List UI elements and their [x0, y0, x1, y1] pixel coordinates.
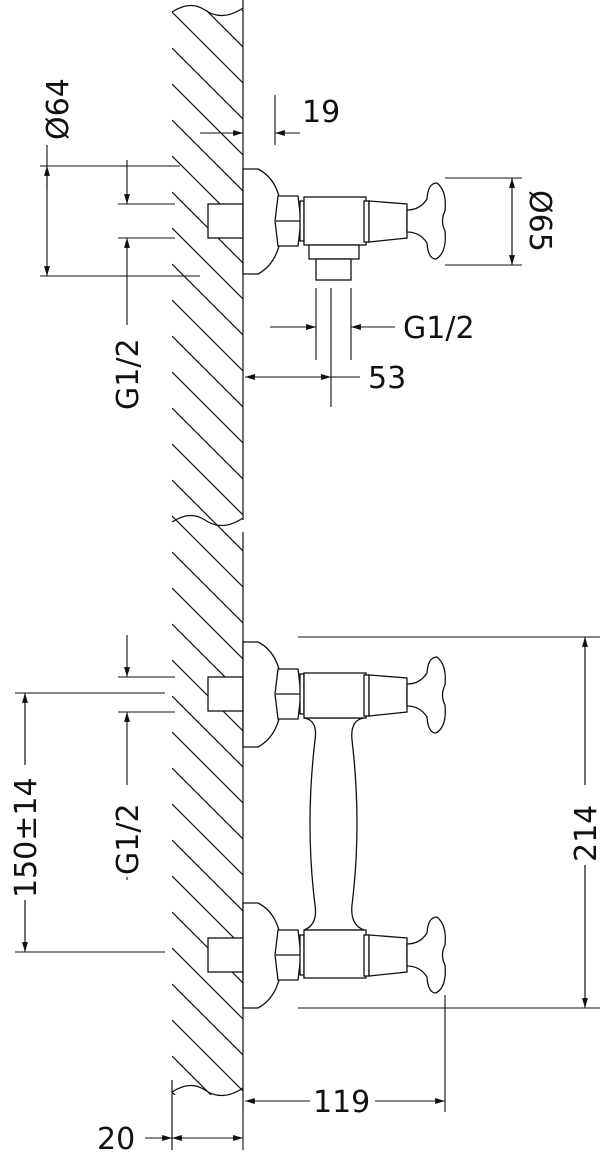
angle-valve-side-view — [207, 168, 446, 281]
dim-projection: 119 — [242, 995, 446, 1150]
hatch-line — [172, 263, 243, 336]
hatch-line — [172, 1019, 243, 1092]
label-outlet-offset: 53 — [368, 361, 406, 396]
break-line-middle — [171, 514, 244, 527]
label-inlet-thread-bottom: G1/2 — [111, 803, 146, 875]
hatch-line — [172, 299, 243, 372]
dim-outlet-offset: 53 — [245, 288, 406, 407]
hatch-line — [172, 551, 243, 624]
dim-overall-height: 214 — [298, 636, 600, 1009]
hatch-line — [172, 407, 243, 480]
label-overall-height: 214 — [569, 805, 600, 862]
dim-handle-diameter: Ø65 — [445, 177, 557, 266]
hatch-line — [172, 443, 243, 516]
hatch-line — [172, 11, 243, 84]
hatch-line — [172, 947, 243, 1020]
dim-wall-thickness: 20 — [97, 1122, 243, 1157]
dim-outlet-thread: G1/2 — [270, 288, 475, 360]
break-line-top — [171, 4, 244, 17]
hatch-line — [172, 335, 243, 408]
hatch-line — [172, 1091, 176, 1095]
label-outlet-thread: G1/2 — [403, 311, 475, 346]
label-handle-diameter: Ø65 — [522, 190, 557, 252]
hatch-line — [172, 83, 243, 156]
hatch-line — [172, 227, 243, 300]
label-projection: 119 — [313, 1085, 370, 1120]
hatch-line — [172, 875, 243, 948]
label-inlet-thread-top: G1/2 — [111, 338, 146, 410]
hatch-line — [172, 587, 243, 660]
hatch-line — [172, 695, 243, 768]
wall-section — [171, 0, 244, 1159]
label-escutcheon-diameter: Ø64 — [41, 78, 76, 140]
hatch-line — [172, 731, 243, 804]
hatch-line — [172, 515, 243, 588]
hatch-line — [172, 1128, 243, 1159]
break-line-bottom — [171, 1084, 244, 1097]
hatch-line — [172, 479, 243, 552]
hatch-line — [241, 10, 243, 12]
label-wall-offset: 19 — [302, 95, 340, 130]
mixer-side-view — [207, 641, 446, 1009]
label-inlet-spacing: 150±14 — [9, 777, 44, 898]
dim-escutcheon-diameter: Ø64 — [40, 78, 200, 277]
hatch-line — [172, 767, 243, 840]
dim-inlet-thread-bottom: G1/2 — [110, 635, 175, 880]
hatch-line — [172, 803, 243, 876]
hatch-line — [172, 47, 243, 120]
hatch-line — [172, 371, 243, 444]
hatch-line — [172, 839, 243, 912]
dim-inlet-thread-top: G1/2 — [110, 160, 175, 413]
label-wall-thickness: 20 — [97, 1122, 135, 1157]
dim-wall-offset: 19 — [200, 95, 340, 145]
hatch-line — [172, 119, 243, 192]
hatch-line — [172, 983, 243, 1056]
dim-inlet-spacing: 150±14 — [8, 692, 165, 953]
